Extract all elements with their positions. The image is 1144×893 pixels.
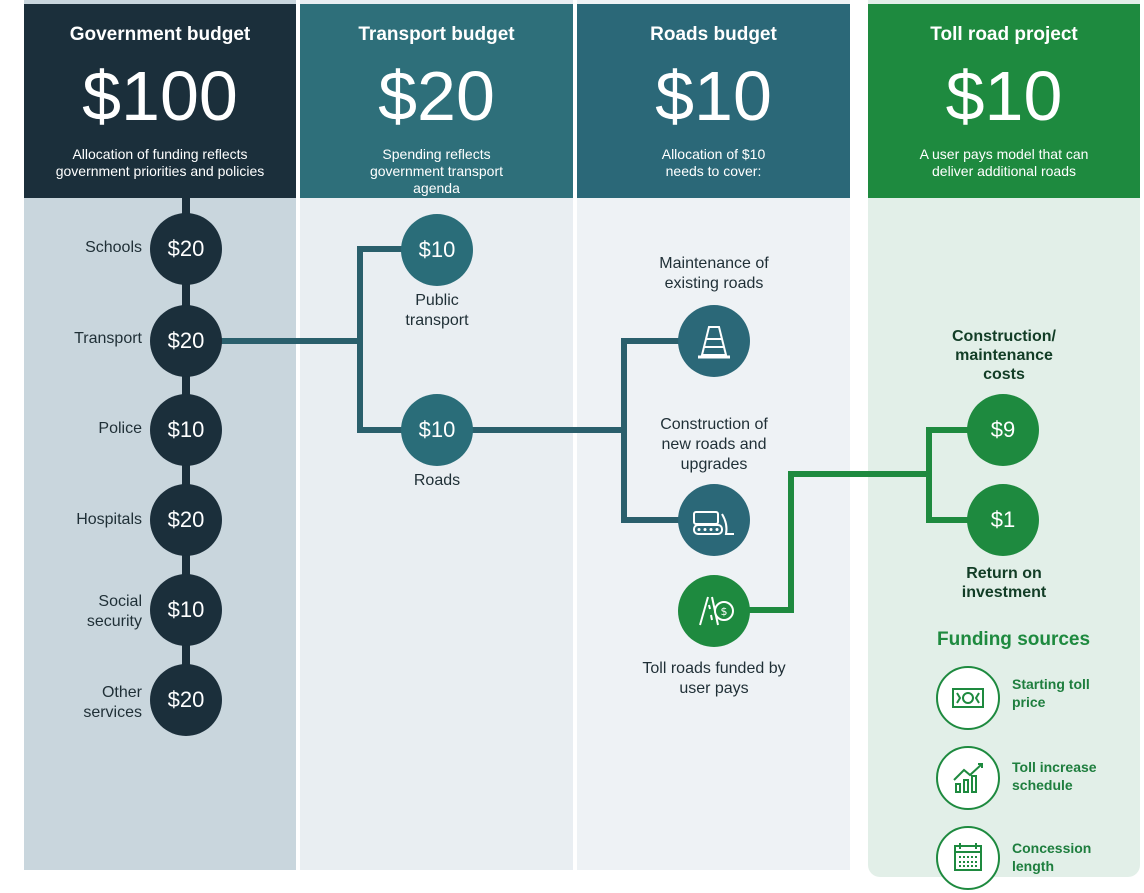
roads-item-construction [678, 484, 750, 556]
funding-sources-title: Funding sources [937, 629, 1091, 650]
transport-header: Transport budget $20 Spending reflects g… [300, 4, 573, 198]
toll-item-amount-construction-costs: $9 [967, 394, 1039, 466]
transport-item-label-roads: Roads [413, 472, 461, 489]
gov-item-amount-transport: $20 [150, 305, 222, 377]
gov-item-amount-other-services: $20 [150, 664, 222, 736]
transport-item-amount-public-transport: $10 [401, 214, 473, 286]
roads-to-roads-budget-line [470, 338, 685, 523]
toll-title: Toll road project [930, 24, 1078, 45]
funding-source-concession-length [936, 826, 1000, 890]
toll-item-amount-return-on-investment: $1 [967, 484, 1039, 556]
roads-header: Roads budget $10 Allocation of $10 needs… [577, 4, 850, 198]
calendar-icon [954, 843, 982, 871]
gov-item-amount-schools: $20 [150, 213, 222, 285]
roads-title: Roads budget [650, 24, 777, 45]
roads-item-maintenance [678, 305, 750, 377]
transport-to-transport-budget-line [220, 246, 405, 433]
government-title: Government budget [69, 24, 251, 45]
transport-title: Transport budget [358, 24, 515, 45]
toll-header: Toll road project $10 A user pays model … [868, 4, 1140, 198]
toll-roads-to-toll-project-line [748, 427, 975, 613]
funding-source-label-toll-increase-schedule: Toll increase schedule [1012, 759, 1097, 793]
government-description: Allocation of funding reflects governmen… [55, 146, 265, 179]
gov-item-label-hospitals: Hospitals [76, 511, 142, 528]
roads-item-label-maintenance: Maintenance of existing roads [659, 255, 769, 292]
toll-description: A user pays model that can deliver addit… [919, 146, 1089, 179]
transport-description: Spending reflects government transport a… [369, 146, 504, 196]
toll-item-label-construction-costs: Construction/ maintenance costs [952, 328, 1056, 383]
money-note-icon [952, 688, 984, 708]
roads-item-label-toll-roads: Toll roads funded by user pays [642, 660, 786, 697]
transport-item-label-public-transport: Public transport [405, 292, 469, 329]
gov-item-amount-social-security: $10 [150, 574, 222, 646]
roads-amount: $10 [655, 57, 772, 135]
toll-amount: $10 [945, 57, 1063, 135]
transport-amount: $20 [378, 57, 495, 135]
bulldozer-icon [693, 511, 734, 535]
government-header: Government budget $100 Allocation of fun… [24, 4, 296, 198]
funding-source-label-starting-toll-price: Starting toll price [1012, 676, 1090, 710]
gov-item-label-social-security: Social security [86, 593, 142, 630]
funding-source-toll-increase-schedule [936, 746, 1000, 810]
svg-text:$: $ [721, 605, 728, 618]
roads-item-toll-roads: $ [678, 575, 750, 647]
roads-item-label-construction: Construction of new roads and upgrades [660, 416, 768, 473]
toll-road-icon: $ [699, 596, 734, 626]
toll-item-label-return-on-investment: Return on investment [961, 565, 1047, 601]
traffic-cone-icon [698, 326, 730, 359]
gov-item-label-transport: Transport [74, 330, 142, 347]
roads-description: Allocation of $10 needs to cover: [661, 146, 766, 179]
gov-item-label-police: Police [98, 420, 142, 437]
gov-item-amount-hospitals: $20 [150, 484, 222, 556]
gov-item-label-schools: Schools [85, 239, 142, 256]
funding-source-label-concession-length: Concession length [1012, 840, 1092, 874]
government-amount: $100 [82, 57, 238, 135]
gov-item-label-other-services: Other services [83, 684, 142, 721]
transport-item-amount-roads: $10 [401, 394, 473, 466]
gov-item-amount-police: $10 [150, 394, 222, 466]
funding-source-starting-toll-price [936, 666, 1000, 730]
growth-chart-icon [953, 763, 983, 793]
